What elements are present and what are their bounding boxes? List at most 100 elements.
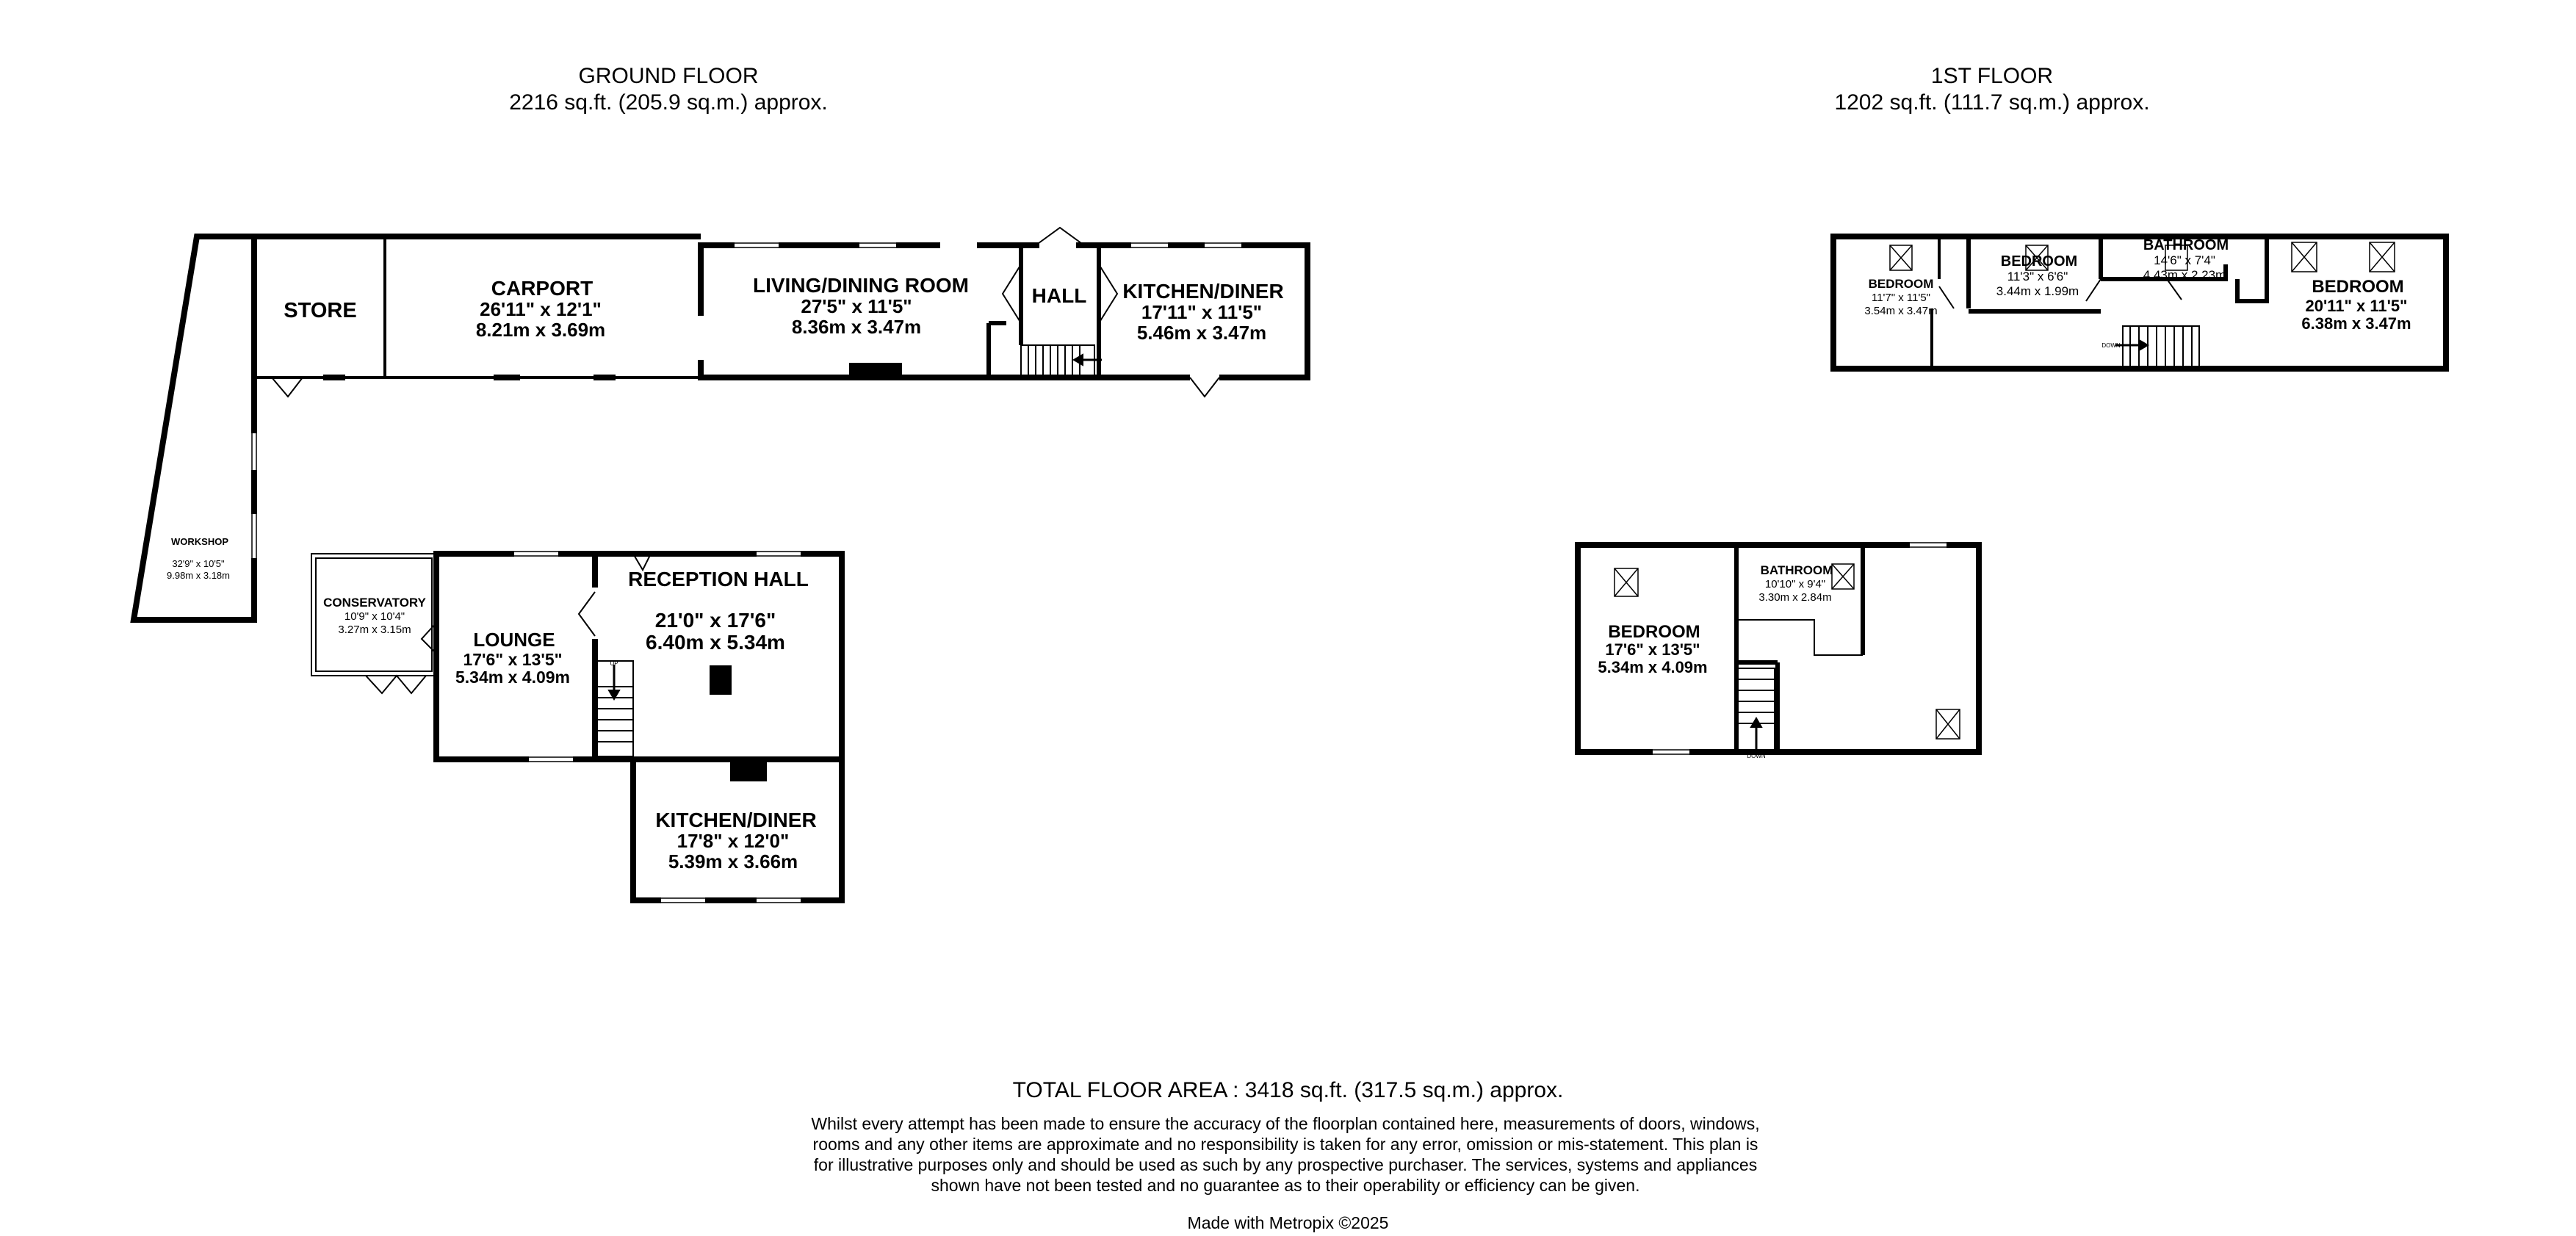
- first-floor-area: 1202 sq.ft. (111.7 sq.m.) approx.: [1834, 90, 2150, 115]
- svg-text:3.54m x 3.47m: 3.54m x 3.47m: [1864, 305, 1937, 317]
- lounge-name: LOUNGE: [473, 629, 555, 651]
- svg-text:11'3" x 6'6": 11'3" x 6'6": [2007, 270, 2068, 283]
- svg-text:32'9" x 10'5": 32'9" x 10'5": [172, 558, 225, 569]
- workshop-name: WORKSHOP: [171, 536, 228, 547]
- first-west-window-frames: [1653, 542, 1947, 755]
- disclaimer-text: Whilst every attempt has been made to en…: [811, 1114, 1760, 1195]
- living-metric: 8.36m x 3.47m: [792, 316, 921, 338]
- living-hall-kitchen-wall: [698, 242, 1310, 380]
- bed1-name: BEDROOM: [1869, 277, 1934, 291]
- kitchen1-metric: 5.46m x 3.47m: [1137, 322, 1266, 344]
- kitchen2-name: KITCHEN/DINER: [655, 809, 816, 831]
- svg-text:3.44m x 1.99m: 3.44m x 1.99m: [1996, 284, 2079, 298]
- carport-metric: 8.21m x 3.69m: [476, 319, 605, 341]
- ground-floor-title: GROUND FLOOR: [578, 64, 759, 88]
- bed3-name: BEDROOM: [2312, 277, 2403, 297]
- total-floor-area: TOTAL FLOOR AREA : 3418 sq.ft. (317.5 sq…: [1012, 1078, 1564, 1102]
- ground-floor-north-wing: [130, 234, 1310, 623]
- first-west-landing-edge: [1736, 619, 1863, 656]
- first-west-skylights: [1614, 563, 1960, 740]
- svg-text:LOUNGE: LOUNGE: [473, 629, 555, 651]
- bath2-metric: 3.30m x 2.84m: [1758, 591, 1831, 604]
- svg-text:5.46m x 3.47m: 5.46m x 3.47m: [1137, 322, 1266, 344]
- carport-posts: [323, 363, 902, 380]
- svg-text:CONSERVATORY: CONSERVATORY: [323, 596, 426, 610]
- kitchen2-imperial: 17'8" x 12'0": [677, 830, 790, 852]
- svg-text:DOWN: DOWN: [1747, 753, 1766, 759]
- first-west-windows: [1653, 541, 1947, 756]
- first-west-stairs: [1737, 668, 1775, 751]
- kitchen1-imperial: 17'11" x 11'5": [1141, 301, 1262, 323]
- fireplace: [849, 363, 902, 376]
- store-name: STORE: [284, 299, 356, 322]
- first-east-door-swings: [1938, 278, 2182, 309]
- svg-text:26'11" x 12'1": 26'11" x 12'1": [480, 298, 602, 320]
- svg-text:HALL: HALL: [1032, 284, 1087, 307]
- kitchen2-metric: 5.39m x 3.66m: [668, 850, 798, 872]
- bath1-metric: 4.43m x 2.23m: [2143, 268, 2226, 282]
- svg-text:3.27m x 3.15m: 3.27m x 3.15m: [338, 624, 411, 636]
- reception-fixtures: [420, 553, 767, 781]
- ground-door-swings: [271, 377, 1220, 398]
- svg-text:10'10" x 9'4": 10'10" x 9'4": [1765, 578, 1825, 590]
- svg-text:6.38m x 3.47m: 6.38m x 3.47m: [2301, 314, 2411, 333]
- svg-text:BATHROOM: BATHROOM: [2143, 237, 2229, 253]
- svg-text:BEDROOM: BEDROOM: [1608, 622, 1700, 642]
- bed4-name: BEDROOM: [1608, 622, 1700, 642]
- reception-stairs: [596, 660, 634, 757]
- living-imperial: 27'5" x 11'5": [801, 295, 912, 317]
- svg-text:17'8" x 12'0": 17'8" x 12'0": [677, 830, 790, 852]
- svg-text:5.34m x 4.09m: 5.34m x 4.09m: [455, 668, 570, 687]
- south-wing-window-frames: [514, 551, 801, 903]
- svg-text:8.36m x 3.47m: 8.36m x 3.47m: [792, 316, 921, 338]
- metropix-credit: Made with Metropix ©2025: [1187, 1213, 1389, 1232]
- north-wing-windows: [250, 242, 1241, 558]
- svg-text:21'0" x 17'6": 21'0" x 17'6": [655, 609, 776, 632]
- kitchen-range: [730, 756, 767, 781]
- svg-text:DOWN: DOWN: [2101, 342, 2121, 349]
- svg-text:10'9" x 10'4": 10'9" x 10'4": [344, 610, 405, 623]
- living-name: LIVING/DINING ROOM: [753, 274, 969, 297]
- svg-text:4.43m x 2.23m: 4.43m x 2.23m: [2143, 268, 2226, 282]
- hall-porch: [1001, 226, 1119, 324]
- svg-text:BATHROOM: BATHROOM: [1761, 563, 1833, 577]
- svg-text:20'11" x 11'5": 20'11" x 11'5": [2305, 297, 2407, 315]
- bed2-imperial: 11'3" x 6'6": [2007, 270, 2068, 283]
- hall-stairs: [1020, 344, 1102, 378]
- north-wing-window-frames: [251, 242, 1241, 558]
- svg-text:LIVING/DINING ROOM: LIVING/DINING ROOM: [753, 274, 969, 297]
- bed2-name: BEDROOM: [2001, 253, 2077, 270]
- bed4-metric: 5.34m x 4.09m: [1598, 658, 1707, 676]
- bath1-imperial: 14'6" x 7'4": [2154, 253, 2215, 267]
- first-floor-heading: 1ST FLOOR 1202 sq.ft. (111.7 sq.m.) appr…: [1772, 63, 2212, 116]
- svg-text:8.21m x 3.69m: 8.21m x 3.69m: [476, 319, 605, 341]
- reception-imperial: 21'0" x 17'6": [655, 609, 776, 632]
- reception-name: RECEPTION HALL: [628, 568, 809, 590]
- svg-text:6.40m x 5.34m: 6.40m x 5.34m: [646, 631, 785, 654]
- svg-text:RECEPTION HALL: RECEPTION HALL: [628, 568, 809, 590]
- bath1-name: BATHROOM: [2143, 237, 2229, 253]
- lounge-metric: 5.34m x 4.09m: [455, 668, 570, 687]
- svg-text:11'7" x 11'5": 11'7" x 11'5": [1872, 292, 1930, 304]
- reception-metric: 6.40m x 5.34m: [646, 631, 785, 654]
- conservatory-imperial: 10'9" x 10'4": [344, 610, 405, 623]
- svg-text:KITCHEN/DINER: KITCHEN/DINER: [1122, 280, 1283, 303]
- lounge-imperial: 17'6" x 13'5": [463, 650, 562, 669]
- workshop-metric: 9.98m x 3.18m: [167, 570, 230, 581]
- bed1-imperial: 11'7" x 11'5": [1872, 292, 1930, 304]
- svg-text:KITCHEN/DINER: KITCHEN/DINER: [655, 809, 816, 831]
- svg-text:BEDROOM: BEDROOM: [1869, 277, 1934, 291]
- svg-text:BEDROOM: BEDROOM: [2312, 277, 2403, 297]
- svg-text:14'6" x 7'4": 14'6" x 7'4": [2154, 253, 2215, 267]
- svg-text:17'6" x 13'5": 17'6" x 13'5": [463, 650, 562, 669]
- svg-text:27'5" x 11'5": 27'5" x 11'5": [801, 295, 912, 317]
- kitchen1-name: KITCHEN/DINER: [1122, 280, 1283, 303]
- bed1-metric: 3.54m x 3.47m: [1864, 305, 1937, 317]
- svg-text:17'6" x 13'5": 17'6" x 13'5": [1605, 640, 1700, 659]
- ground-floor-heading: GROUND FLOOR 2216 sq.ft. (205.9 sq.m.) a…: [448, 63, 889, 116]
- bed4-imperial: 17'6" x 13'5": [1605, 640, 1700, 659]
- conservatory-name: CONSERVATORY: [323, 596, 426, 610]
- reception-stair-up: UP: [610, 660, 618, 667]
- workshop-imperial: 32'9" x 10'5": [172, 558, 225, 569]
